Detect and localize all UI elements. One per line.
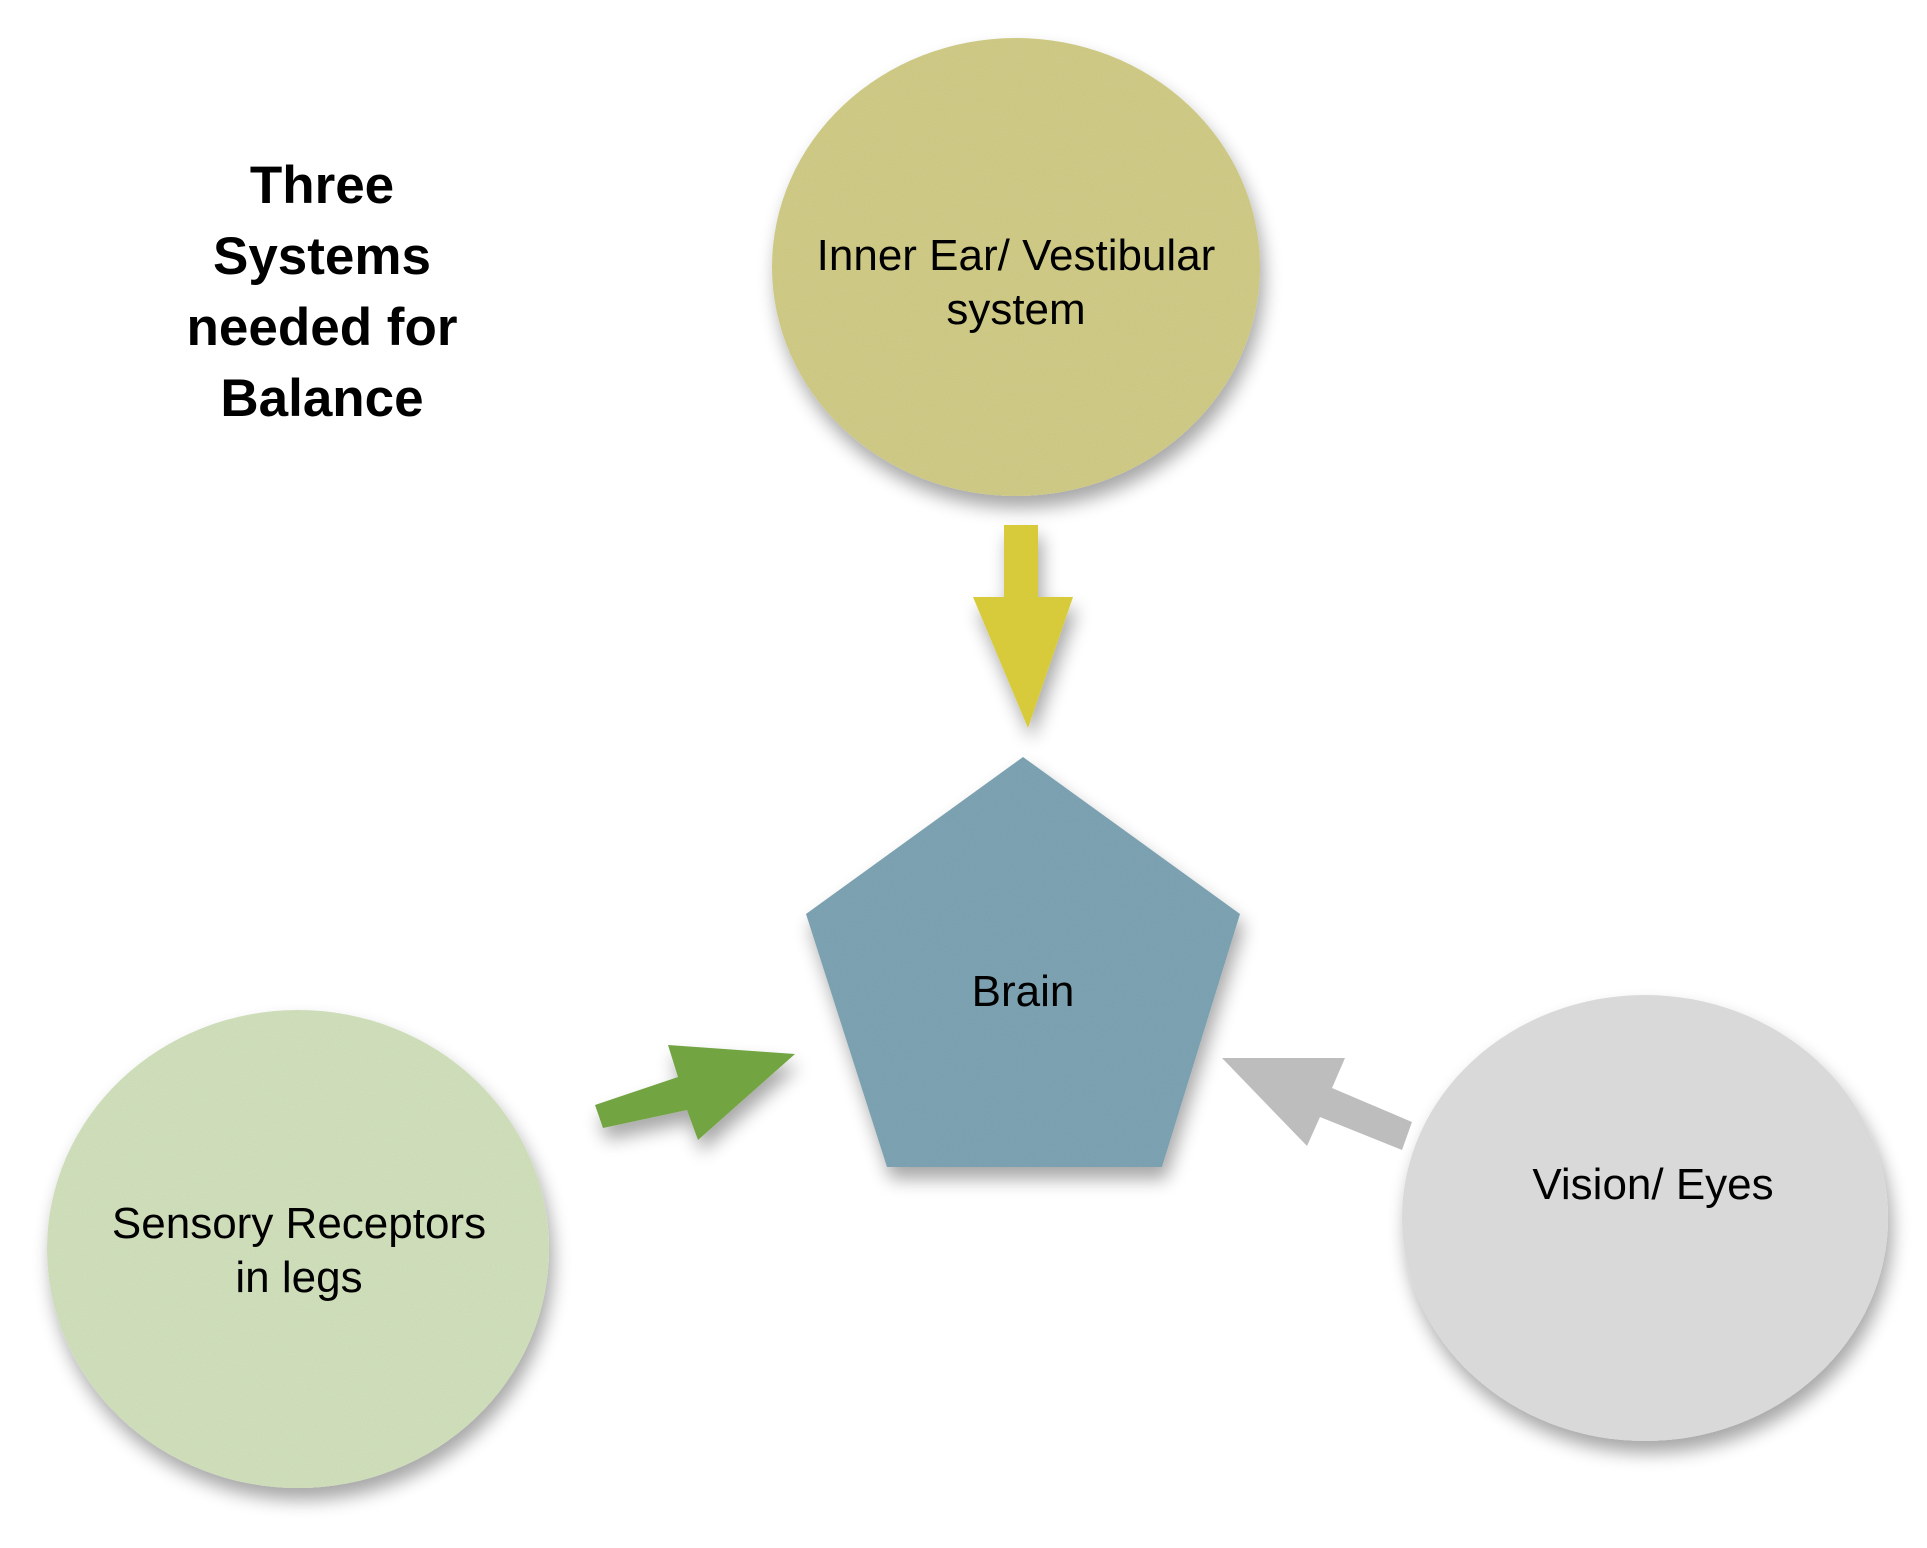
inner-ear-node <box>772 38 1260 496</box>
sensory-receptors-label: Sensory Receptors in legs <box>48 1197 550 1305</box>
vision-node <box>1402 995 1888 1441</box>
arrow-vision-to-brain <box>1222 1058 1412 1150</box>
label-line: Brain <box>971 967 1075 1016</box>
label-line: Vision/ Eyes <box>1532 1160 1774 1209</box>
label-line: Inner Ear/ Vestibular <box>816 231 1216 280</box>
label-line: system <box>946 285 1086 334</box>
title-line: needed for <box>186 298 458 357</box>
title-line: Balance <box>220 369 424 428</box>
vision-label: Vision/ Eyes <box>1403 1158 1903 1212</box>
title-line: Three <box>249 156 395 215</box>
brain-node <box>806 757 1240 1167</box>
sensory-receptors-node <box>47 1010 549 1488</box>
inner-ear-label: Inner Ear/ Vestibular system <box>766 229 1266 337</box>
diagram-title: Three Systems needed for Balance <box>122 150 522 434</box>
label-line: Sensory Receptors <box>111 1199 487 1248</box>
label-line: in legs <box>235 1253 363 1302</box>
title-line: Systems <box>212 227 432 286</box>
brain-label: Brain <box>873 965 1173 1019</box>
arrow-inner-ear-to-brain <box>973 525 1073 728</box>
arrow-sensory-to-brain <box>595 1045 795 1140</box>
